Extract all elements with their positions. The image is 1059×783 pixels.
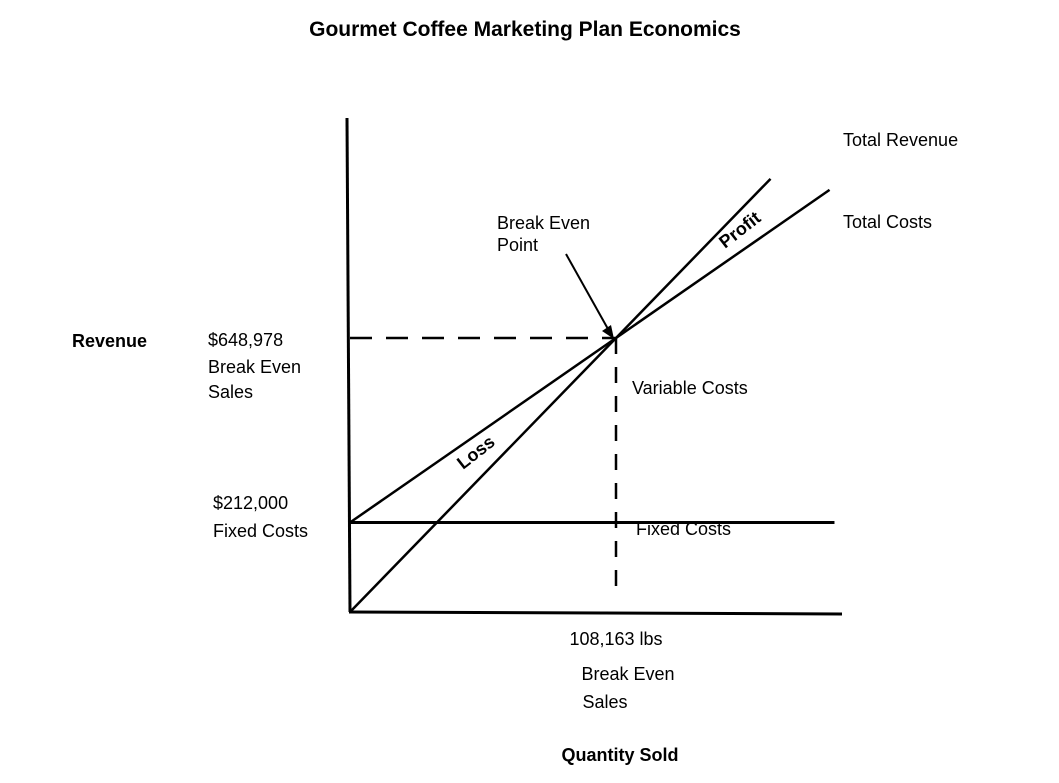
break-even-point-line-1: Break Even bbox=[497, 213, 590, 233]
fixed-cost-value: $212,000 bbox=[213, 493, 288, 513]
total-revenue-label: Total Revenue bbox=[843, 130, 958, 150]
total-revenue-line bbox=[349, 177, 772, 613]
total-costs-line bbox=[349, 188, 831, 524]
variable-costs-region-label: Variable Costs bbox=[632, 378, 748, 398]
profit-region-label: Profit bbox=[715, 207, 764, 252]
break-even-arrowhead bbox=[602, 325, 614, 339]
break-even-quantity-caption-1: Break Even bbox=[581, 664, 674, 684]
y-axis bbox=[345, 117, 352, 613]
break-even-arrow bbox=[565, 253, 609, 330]
x-axis-label: Quantity Sold bbox=[562, 745, 679, 765]
fixed-cost-caption: Fixed Costs bbox=[213, 521, 308, 541]
break-even-revenue-caption-2: Sales bbox=[208, 382, 253, 402]
fixed-costs-region-label: Fixed Costs bbox=[636, 519, 731, 539]
break-even-point-line-2: Point bbox=[497, 235, 538, 255]
total-costs-label: Total Costs bbox=[843, 212, 932, 232]
break-even-quantity-caption-2: Sales bbox=[582, 692, 627, 712]
y-axis-label: Revenue bbox=[72, 331, 147, 351]
x-axis bbox=[348, 610, 843, 616]
break-even-revenue-value: $648,978 bbox=[208, 330, 283, 350]
chart-title: Gourmet Coffee Marketing Plan Economics bbox=[309, 18, 741, 41]
break-even-quantity-value: 108,163 lbs bbox=[569, 629, 662, 649]
break-even-revenue-caption-1: Break Even bbox=[208, 357, 301, 377]
